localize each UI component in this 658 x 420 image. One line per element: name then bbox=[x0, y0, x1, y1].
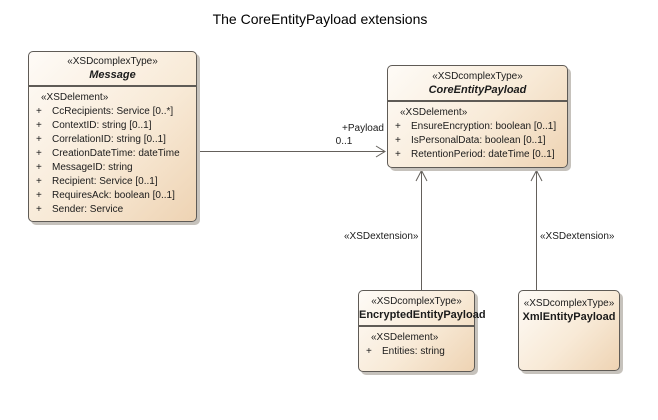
attribute-text: Sender: Service bbox=[52, 204, 124, 215]
attribute-text: MessageID: string bbox=[52, 162, 133, 173]
attributes-compartment: «XSDelement» + EnsureEncryption: boolean… bbox=[388, 102, 567, 162]
attribute-text: Entities: string bbox=[382, 346, 445, 357]
attribute-text: Recipient: Service [0..1] bbox=[52, 176, 158, 187]
attribute-text: CcRecipients: Service [0..*] bbox=[52, 106, 174, 117]
diagram-title: The CoreEntityPayload extensions bbox=[212, 11, 428, 27]
attribute-text: ContextID: string [0..1] bbox=[52, 120, 152, 131]
attribute-row[interactable]: + EnsureEncryption: boolean [0..1] bbox=[395, 120, 564, 134]
attribute-text: CreationDateTime: dateTime bbox=[52, 148, 180, 159]
attribute-row[interactable]: + RetentionPeriod: dateTime [0..1] bbox=[395, 148, 564, 162]
attribute-row[interactable]: + ContextID: string [0..1] bbox=[36, 119, 193, 133]
attribute-visibility: + bbox=[395, 149, 401, 160]
extension-left-stereotype-label: «XSDextension» bbox=[344, 231, 419, 242]
class-header: «XSDcomplexType» Message bbox=[29, 52, 196, 87]
attribute-row[interactable]: + CreationDateTime: dateTime bbox=[36, 147, 193, 161]
association-role-label: +Payload bbox=[342, 123, 384, 134]
attribute-visibility: + bbox=[36, 204, 42, 215]
attribute-text: CorrelationID: string [0..1] bbox=[52, 134, 166, 145]
attribute-row[interactable]: + Entities: string bbox=[366, 345, 471, 359]
class-header: «XSDcomplexType» XmlEntityPayload bbox=[519, 291, 619, 329]
class-name: XmlEntityPayload bbox=[522, 311, 616, 323]
attribute-row[interactable]: + CcRecipients: Service [0..*] bbox=[36, 105, 193, 119]
class-header: «XSDcomplexType» CoreEntityPayload bbox=[388, 66, 567, 102]
attribute-visibility: + bbox=[36, 134, 42, 145]
attribute-text: EnsureEncryption: boolean [0..1] bbox=[411, 121, 557, 132]
class-stereotype: «XSDcomplexType» bbox=[432, 70, 523, 82]
class-name: CoreEntityPayload bbox=[428, 83, 527, 96]
attribute-visibility: + bbox=[36, 120, 42, 131]
attribute-row[interactable]: + RequiresAck: boolean [0..1] bbox=[36, 189, 193, 203]
attribute-visibility: + bbox=[395, 135, 401, 146]
class-stereotype: «XSDcomplexType» bbox=[371, 295, 462, 307]
attributes-section-label: «XSDelement» bbox=[41, 92, 109, 103]
extension-left-open-arrowhead bbox=[415, 169, 428, 182]
attribute-visibility: + bbox=[36, 148, 42, 159]
attributes-section-label: «XSDelement» bbox=[371, 332, 439, 343]
attribute-visibility: + bbox=[36, 106, 42, 117]
class-stereotype: «XSDcomplexType» bbox=[523, 298, 615, 309]
attribute-row[interactable]: + Sender: Service bbox=[36, 203, 193, 217]
attribute-row[interactable]: + IsPersonalData: boolean [0..1] bbox=[395, 134, 564, 148]
extension-left-connector[interactable] bbox=[415, 169, 428, 291]
attribute-row[interactable]: + Recipient: Service [0..1] bbox=[36, 175, 193, 189]
attribute-text: RequiresAck: boolean [0..1] bbox=[52, 190, 175, 201]
class-box-xml-entity-payload[interactable]: «XSDcomplexType» XmlEntityPayload bbox=[518, 290, 620, 371]
attribute-row[interactable]: + CorrelationID: string [0..1] bbox=[36, 133, 193, 147]
extension-right-connector[interactable] bbox=[530, 169, 543, 291]
class-name: EncryptedEntityPayload bbox=[359, 308, 486, 321]
class-name: Message bbox=[89, 69, 136, 81]
attribute-row[interactable]: + MessageID: string bbox=[36, 161, 193, 175]
attribute-visibility: + bbox=[395, 121, 401, 132]
attribute-visibility: + bbox=[366, 346, 372, 357]
association-payload-connector[interactable] bbox=[197, 145, 386, 158]
class-header: «XSDcomplexType» EncryptedEntityPayload bbox=[359, 291, 486, 327]
class-box-message[interactable]: «XSDcomplexType» Message «XSDelement» + … bbox=[28, 51, 197, 222]
attribute-visibility: + bbox=[36, 176, 42, 187]
association-open-arrowhead bbox=[375, 145, 386, 158]
attribute-text: IsPersonalData: boolean [0..1] bbox=[411, 135, 546, 146]
attributes-compartment: «XSDelement» + CcRecipients: Service [0.… bbox=[29, 87, 196, 217]
attribute-visibility: + bbox=[36, 190, 42, 201]
extension-right-open-arrowhead bbox=[530, 169, 543, 182]
association-multiplicity-label: 0..1 bbox=[335, 136, 353, 147]
class-box-core-entity-payload[interactable]: «XSDcomplexType» CoreEntityPayload «XSDe… bbox=[387, 65, 568, 168]
extension-right-stereotype-label: «XSDextension» bbox=[540, 231, 615, 242]
class-stereotype: «XSDcomplexType» bbox=[67, 56, 158, 67]
attribute-text: RetentionPeriod: dateTime [0..1] bbox=[411, 149, 555, 160]
class-box-encrypted-entity-payload[interactable]: «XSDcomplexType» EncryptedEntityPayload … bbox=[358, 290, 486, 372]
attribute-visibility: + bbox=[36, 162, 42, 173]
attributes-section-label: «XSDelement» bbox=[400, 107, 468, 118]
attributes-compartment: «XSDelement» + Entities: string bbox=[359, 327, 474, 359]
